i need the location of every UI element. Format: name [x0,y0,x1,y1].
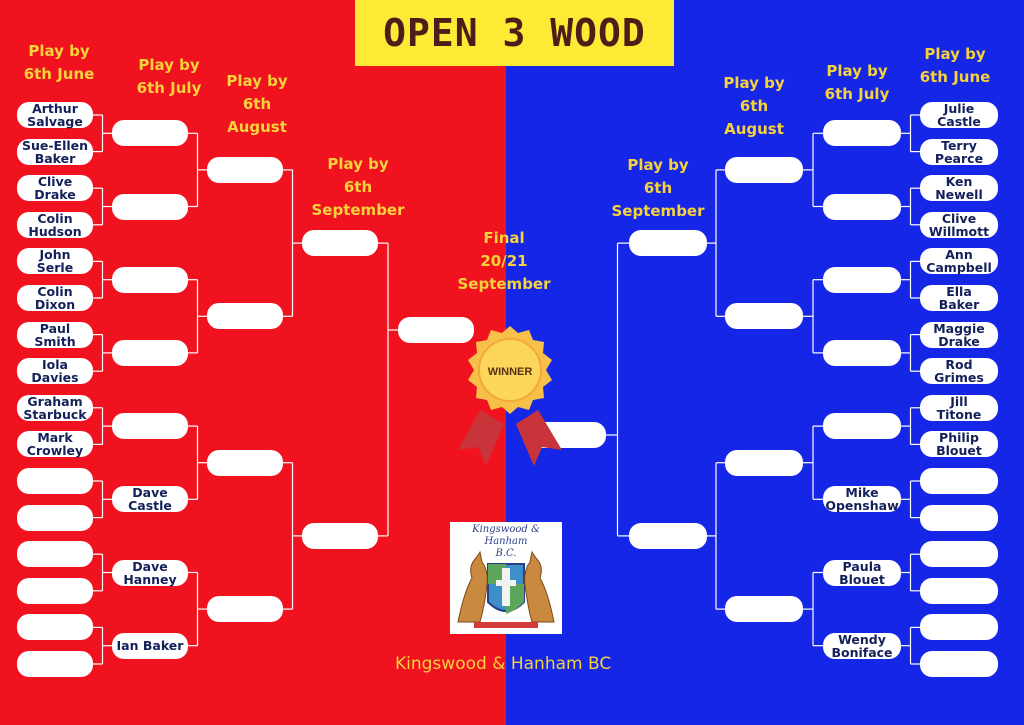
left-r2-slot: Ian Baker [112,632,188,659]
right-r3-slot [725,303,803,330]
medal-center [478,338,542,402]
right-r2-slot: Paula Blouet [823,559,901,586]
left-r4-slot [302,230,378,257]
right-r1-slot: Ann Campbell [920,248,998,275]
left-r2-slot: Dave Hanney [112,559,188,586]
right-r1-slot: Philip Blouet [920,431,998,458]
left-r1-slot: Sue-Ellen Baker [17,138,93,165]
final-slot-left [398,317,474,343]
left-r1-slot [17,614,93,641]
right-r4-slot [629,230,707,257]
left-r4-slot [302,522,378,549]
right-r1-slot: Jill Titone [920,394,998,421]
club-logo: Kingswood & Hanham B.C. [450,522,562,634]
right-r2-slot [823,120,901,147]
header-left-round4: Play by 6th September [311,155,405,219]
left-r1-slot: Colin Dixon [17,285,93,311]
header-right-round2: Play by 6th July [824,62,890,103]
right-r1-slot: Julie Castle [920,102,998,128]
right-r1-slot: Rod Grimes [920,358,998,385]
left-r2-slot [112,339,188,366]
left-r3-slot [207,449,283,476]
header-left-round2: Play by 6th July [136,56,202,97]
left-r1-slot: Mark Crowley [17,431,93,458]
header-right-round4: Play by 6th September [611,156,705,220]
left-r1-slot: Paul Smith [17,321,93,348]
right-r4-slot [629,522,707,549]
left-r1-slot [17,577,93,604]
left-r1-slot [17,504,93,531]
title-banner: OPEN 3 WOOD [355,0,674,66]
left-r3-slot [207,156,283,183]
left-r2-slot [112,266,188,293]
right-r2-slot: Mike Openshaw [823,486,901,513]
right-r1-slot: Ella Baker [920,285,998,311]
left-r1-slot: Colin Hudson [17,211,93,238]
left-r1-slot: John Serle [17,248,93,275]
header-left-round1: Play by 6th June [23,42,95,83]
right-r1-slot: Clive Willmott [920,211,998,238]
right-r1-slot: Maggie Drake [920,321,998,348]
right-r2-slot [823,193,901,220]
left-r1-slot [17,468,93,494]
winner-label: WINNER [488,366,533,378]
right-r3-slot [725,596,803,623]
right-r1-slot [920,651,998,677]
winner-medal: WINNER [458,326,562,466]
right-r3-slot [725,156,803,183]
right-r1-slot [920,504,998,531]
header-final: Final 20/21 September [457,229,551,293]
right-r1-slot: Terry Pearce [920,138,998,165]
left-r2-slot [112,193,188,220]
left-r2-slot: Dave Castle [112,486,188,513]
right-r2-slot [823,413,901,440]
page-title: OPEN 3 WOOD [383,11,646,55]
right-r3-slot [725,449,803,476]
left-r1-slot [17,541,93,568]
right-r1-slot [920,468,998,494]
left-r1-slot: Clive Drake [17,175,93,202]
right-r2-slot [823,266,901,293]
club-name-footer: Kingswood & Hanham BC [395,654,612,674]
right-r1-slot: Ken Newell [920,175,998,202]
right-r1-slot [920,577,998,604]
left-r1-slot: Graham Starbuck [17,394,93,421]
logo-crest-icon [457,550,555,628]
left-r2-slot [112,120,188,147]
header-right-round1: Play by 6th June [919,45,991,86]
medal-ribbon-right [516,410,562,466]
header-left-round3: Play by 6th August [226,72,288,136]
right-r1-slot [920,614,998,641]
left-r2-slot [112,413,188,440]
right-r2-slot: Wendy Boniface [823,632,901,659]
header-right-round3: Play by 6th August [723,74,785,138]
right-r1-slot [920,541,998,568]
right-r2-slot [823,339,901,366]
left-r3-slot [207,596,283,623]
left-r1-slot: Iola Davies [17,358,93,385]
logo-text: Kingswood & Hanham B.C. [472,524,540,559]
medal-ribbon-left [458,410,504,466]
left-r1-slot: Arthur Salvage [17,102,93,128]
left-r3-slot [207,303,283,330]
left-r1-slot [17,651,93,677]
